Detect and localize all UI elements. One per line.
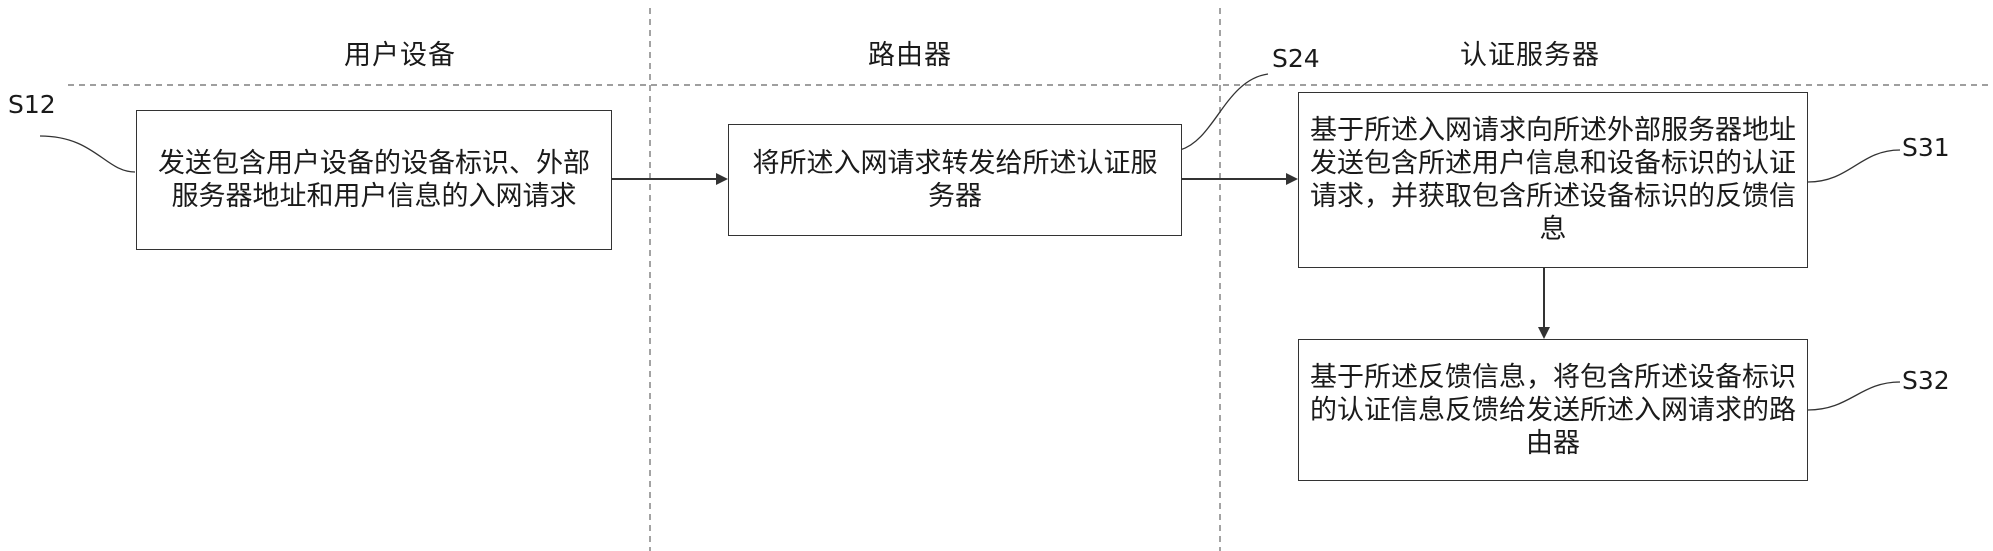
leader-s31	[1808, 150, 1900, 182]
step-label-s12: S12	[8, 90, 56, 120]
step-label-s24: S24	[1272, 44, 1320, 74]
step-text-s31: 基于所述入网请求向所述外部服务器地址发送包含所述用户信息和设备标识的认证请求，并…	[1307, 114, 1799, 246]
step-box-s24: 将所述入网请求转发给所述认证服务器	[728, 124, 1182, 236]
lane-title-user-device: 用户设备	[300, 36, 500, 76]
step-label-s32: S32	[1902, 366, 1950, 396]
step-box-s31: 基于所述入网请求向所述外部服务器地址发送包含所述用户信息和设备标识的认证请求，并…	[1298, 92, 1808, 268]
leader-s32	[1808, 382, 1900, 410]
step-text-s12: 发送包含用户设备的设备标识、外部服务器地址和用户信息的入网请求	[145, 147, 603, 213]
lane-title-auth-server: 认证服务器	[1410, 36, 1650, 76]
step-label-s31: S31	[1902, 133, 1950, 163]
step-box-s12: 发送包含用户设备的设备标识、外部服务器地址和用户信息的入网请求	[136, 110, 612, 250]
step-text-s24: 将所述入网请求转发给所述认证服务器	[747, 147, 1163, 213]
step-box-s32: 基于所述反馈信息，将包含所述设备标识的认证信息反馈给发送所述入网请求的路由器	[1298, 339, 1808, 481]
lane-title-router: 路由器	[820, 36, 1000, 76]
step-text-s32: 基于所述反馈信息，将包含所述设备标识的认证信息反馈给发送所述入网请求的路由器	[1307, 361, 1799, 460]
leader-s12	[40, 136, 135, 172]
